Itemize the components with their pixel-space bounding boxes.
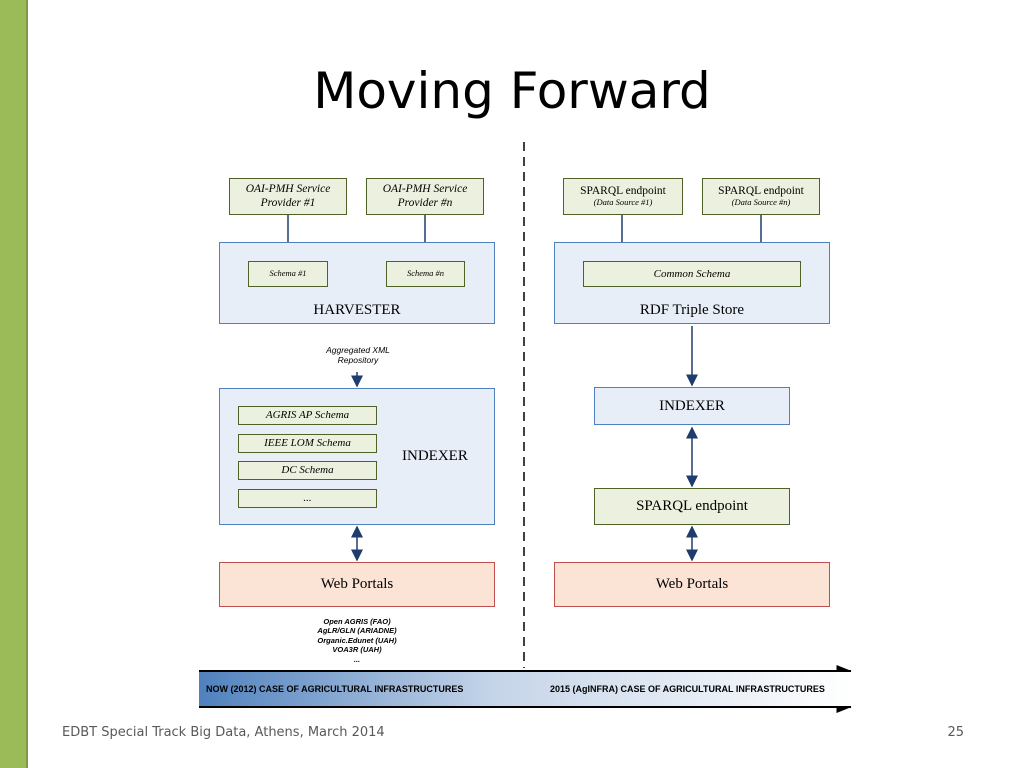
sparql-source-n-label: SPARQL endpoint bbox=[718, 185, 804, 197]
portal-list-item: Organic.Edunet (UAH) bbox=[317, 635, 397, 645]
common-schema-box: Common Schema bbox=[583, 261, 801, 287]
harvester-label: HARVESTER bbox=[313, 302, 401, 318]
portal-list-item: Open AGRIS (FAO) bbox=[323, 617, 391, 626]
web-portals-left-label: Web Portals bbox=[320, 575, 394, 592]
schema-1-box: Schema #1 bbox=[248, 261, 328, 287]
schema-agris-label: AGRIS AP Schema bbox=[265, 409, 350, 422]
schema-ieee-label: IEEE LOM Schema bbox=[264, 437, 351, 450]
web-portals-right-label: Web Portals bbox=[655, 575, 729, 592]
indexer-right-box: INDEXER bbox=[594, 387, 790, 425]
schema-agris-box: AGRIS AP Schema bbox=[238, 406, 377, 425]
web-portals-right-box: Web Portals bbox=[554, 562, 830, 607]
schema-more-label: ... bbox=[303, 492, 312, 505]
schema-dc-box: DC Schema bbox=[238, 461, 377, 480]
oai-provider-1-box: OAI-PMH Service Provider #1 bbox=[229, 178, 347, 215]
portal-list: Open AGRIS (FAO) AgLR/GLN (ARIADNE) Orga… bbox=[292, 617, 422, 664]
sidebar-accent-bar bbox=[0, 0, 28, 768]
oai-provider-1-label: OAI-PMH Service Provider #1 bbox=[245, 183, 331, 209]
timeline-now-label: NOW (2012) CASE OF AGRICULTURAL INFRASTR… bbox=[206, 684, 464, 694]
indexer-left-label: INDEXER bbox=[402, 448, 468, 464]
schema-n-box: Schema #n bbox=[386, 261, 465, 287]
page-number: 25 bbox=[947, 725, 964, 740]
indexer-right-label: INDEXER bbox=[659, 398, 725, 414]
schema-n-label: Schema #n bbox=[406, 268, 445, 279]
schema-dc-label: DC Schema bbox=[281, 464, 334, 477]
sparql-source-n-sub: (Data Source #n) bbox=[731, 197, 791, 208]
slide-title: Moving Forward bbox=[313, 62, 711, 120]
sparql-source-1-label: SPARQL endpoint bbox=[580, 185, 666, 197]
sparql-source-1-box: SPARQL endpoint (Data Source #1) bbox=[563, 178, 683, 215]
footer-text: EDBT Special Track Big Data, Athens, Mar… bbox=[62, 725, 385, 740]
portal-list-item: VOA3R (UAH) bbox=[332, 645, 382, 655]
oai-provider-n-label: OAI-PMH Service Provider #n bbox=[382, 183, 468, 209]
web-portals-left-box: Web Portals bbox=[219, 562, 495, 607]
aggregated-xml-note: Aggregated XML Repository bbox=[326, 345, 390, 366]
oai-provider-n-box: OAI-PMH Service Provider #n bbox=[366, 178, 484, 215]
sparql-endpoint-box: SPARQL endpoint bbox=[594, 488, 790, 525]
timeline-future-label: 2015 (AgINFRA) CASE OF AGRICULTURAL INFR… bbox=[550, 684, 825, 694]
sparql-source-1-sub: (Data Source #1) bbox=[593, 197, 653, 208]
timeline-band bbox=[199, 670, 851, 708]
schema-ieee-box: IEEE LOM Schema bbox=[238, 434, 377, 453]
sparql-source-n-box: SPARQL endpoint (Data Source #n) bbox=[702, 178, 820, 215]
portal-list-item: AgLR/GLN (ARIADNE) bbox=[317, 626, 397, 636]
rdf-store-label: RDF Triple Store bbox=[639, 302, 745, 318]
schema-more-box: ... bbox=[238, 489, 377, 508]
portal-list-item: ... bbox=[353, 654, 361, 664]
schema-1-label: Schema #1 bbox=[269, 268, 307, 279]
sparql-endpoint-label: SPARQL endpoint bbox=[636, 497, 748, 514]
common-schema-label: Common Schema bbox=[653, 267, 731, 280]
